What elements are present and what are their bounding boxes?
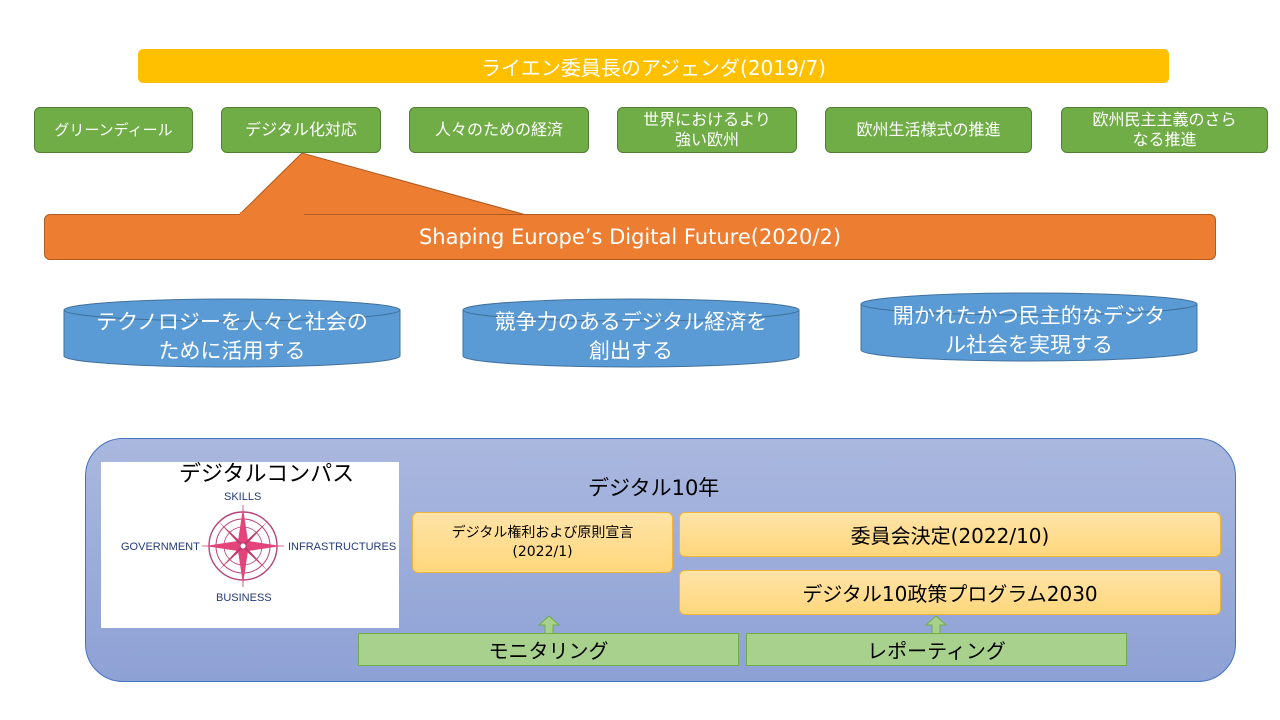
goal-label: 競争力のあるデジタル経済を 創出する [494,310,768,363]
pillar-label: 人々のための経済 [434,120,563,139]
goal-cylinder-economy: 競争力のあるデジタル経済を 創出する [462,298,800,370]
compass-title: デジタルコンパス [179,462,355,487]
compass-rose-icon [202,505,284,587]
callout-joint [240,212,304,218]
shaping-banner: Shaping Europe’s Digital Future(2020/2) [44,214,1216,260]
up-arrow-icon [538,615,560,635]
compass-label-infrastructures: INFRASTRUCTURES [288,541,397,553]
agenda-title: ライエン委員長のアジェンダ(2019/7) [481,55,826,80]
goal-label: 開かれたかつ民主的なデジタ ル社会を実現する [892,304,1166,357]
pillar-label: 欧州生活様式の推進 [856,120,1001,139]
monitoring-label: モニタリング [488,639,609,663]
goal-label: テクノロジーを人々と社会の ために活用する [96,310,368,363]
pillar-label: 欧州民主主義のさら なる推進 [1092,110,1237,149]
pillar-label: デジタル化対応 [245,120,357,139]
declaration-label: デジタル権利および原則宣言 (2022/1) [451,524,634,560]
reporting-label: レポーティング [867,639,1006,663]
pillar-green-deal: グリーンディール [34,107,193,153]
compass-label-government: GOVERNMENT [121,541,200,553]
compass-label-skills: SKILLS [224,491,262,503]
pillar-democracy: 欧州民主主義のさら なる推進 [1061,107,1268,153]
agenda-banner: ライエン委員長のアジェンダ(2019/7) [138,49,1169,83]
monitoring-bar: モニタリング [358,633,739,666]
goal-cylinder-technology: テクノロジーを人々と社会の ために活用する [63,298,401,370]
pillar-label: 世界におけるより 強い欧州 [643,110,771,149]
pillar-economy: 人々のための経済 [409,107,589,153]
shaping-title: Shaping Europe’s Digital Future(2020/2) [418,225,842,249]
reporting-bar: レポーティング [746,633,1127,666]
declaration-box: デジタル権利および原則宣言 (2022/1) [412,512,673,573]
pillar-way-of-life: 欧州生活様式の推進 [825,107,1032,153]
goal-cylinder-society: 開かれたかつ民主的なデジタ ル社会を実現する [860,292,1198,364]
pillar-label: グリーンディール [54,121,173,139]
up-arrow-icon [925,615,947,635]
compass-label-business: BUSINESS [216,592,272,604]
pillar-digital: デジタル化対応 [221,107,381,153]
decision-label: 委員会決定(2022/10) [850,524,1050,548]
program-box: デジタル10政策プログラム2030 [679,570,1221,615]
program-label: デジタル10政策プログラム2030 [802,582,1098,606]
pillar-stronger-europe: 世界におけるより 強い欧州 [617,107,797,153]
digital-decade-title: デジタル10年 [588,476,720,500]
decision-box: 委員会決定(2022/10) [679,512,1221,557]
